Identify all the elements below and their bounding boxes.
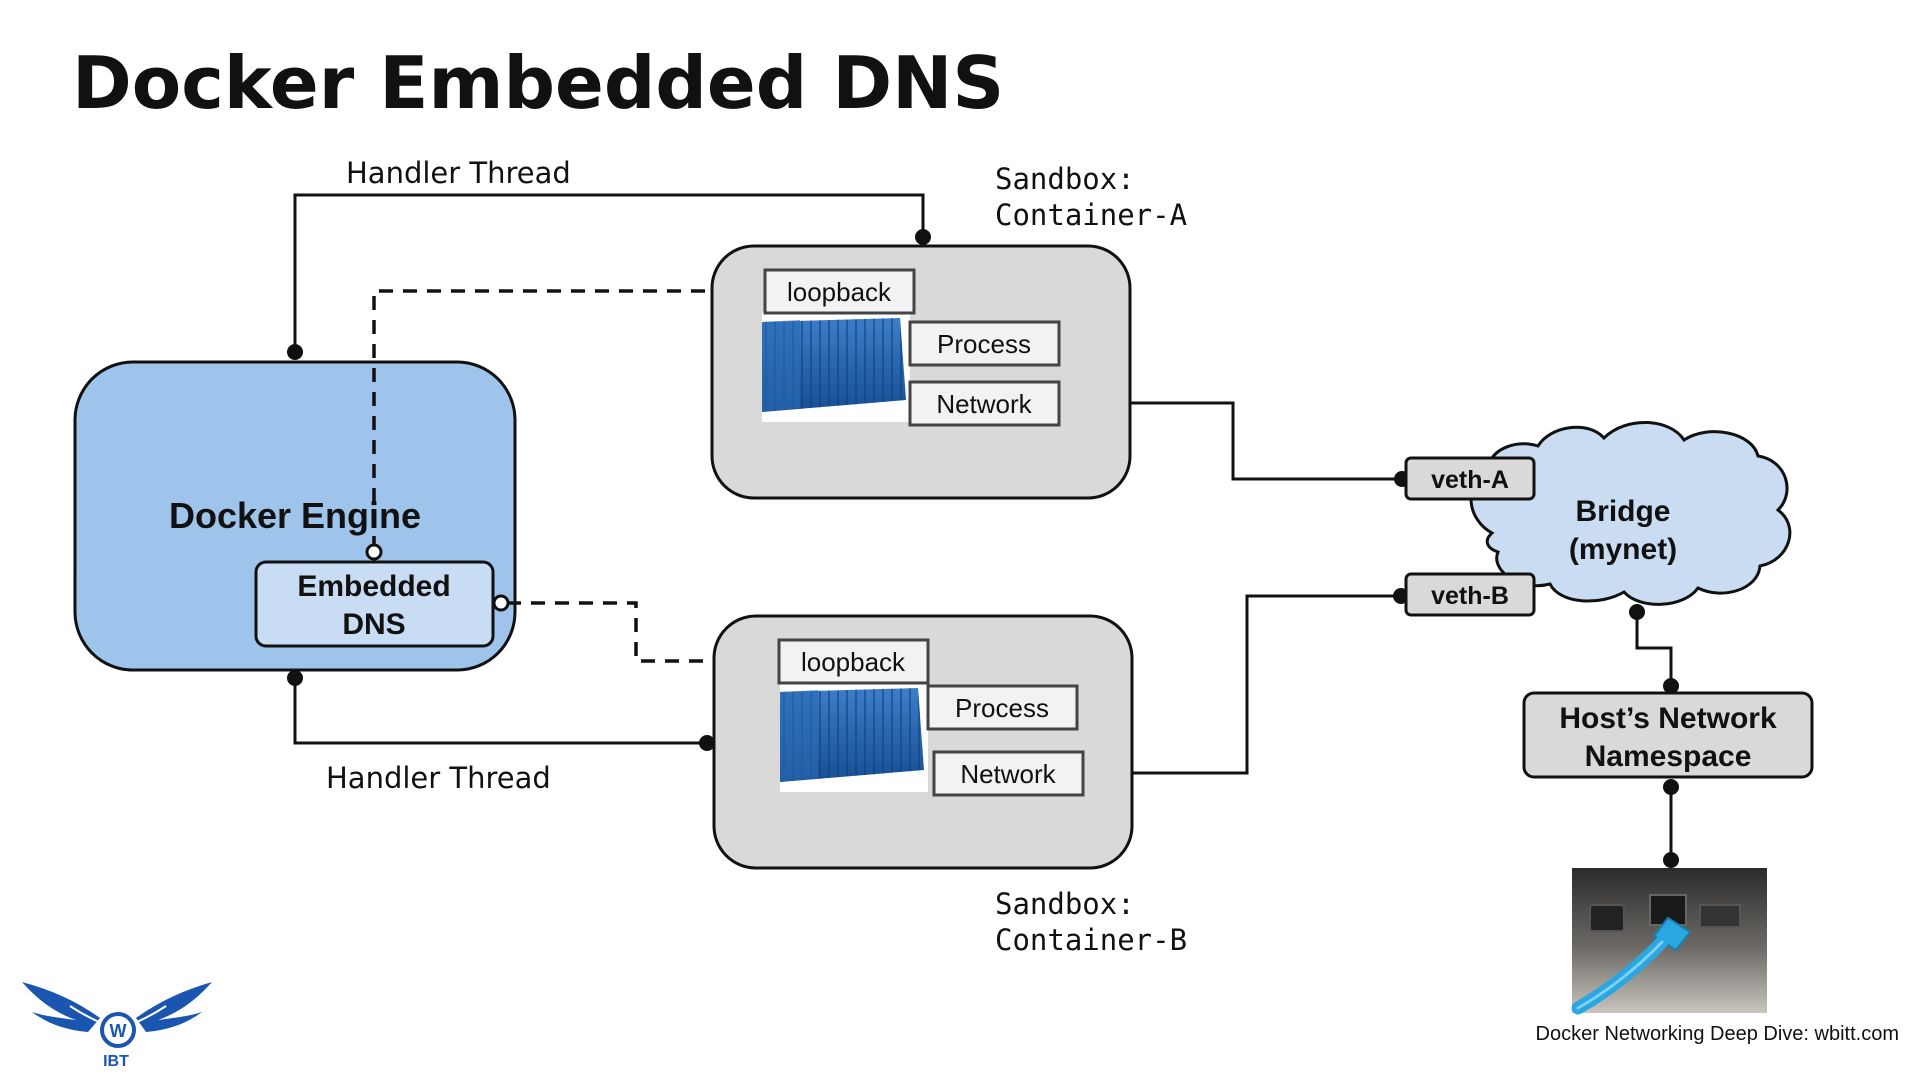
bridge-host-link [1635, 612, 1673, 693]
shipping-container-icon [780, 682, 928, 792]
network-b-box [932, 750, 1085, 797]
veth-b-label: veth-B [1431, 582, 1509, 610]
sandbox-a-caption-line1: Sandbox: [995, 162, 1135, 196]
docker-engine-label: Docker Engine [169, 495, 421, 536]
network-a-box [908, 380, 1061, 427]
bridge-cloud [1469, 421, 1792, 606]
veth-a-label: veth-A [1431, 466, 1509, 494]
embedded-dns-label-line1: Embedded [297, 570, 450, 603]
host-network-namespace-box [1522, 691, 1814, 779]
veth-a-box [1404, 456, 1536, 501]
veth-b-box [1404, 572, 1536, 617]
network-b-label: Network [960, 759, 1056, 789]
shipping-container-icon [762, 312, 910, 422]
bridge-bottom-dot [1629, 604, 1645, 620]
handler-top-dot-sandbox [915, 229, 931, 245]
host-top-dot [1663, 678, 1679, 694]
photo-top-dot [1663, 852, 1679, 868]
footer-caption: Docker Networking Deep Dive: wbitt.com [1536, 1023, 1899, 1045]
embedded-dns-label-line2: DNS [342, 608, 405, 641]
sandbox-b-caption-line2: Container-B [995, 923, 1187, 957]
sandbox-b-caption-line1: Sandbox: [995, 887, 1135, 921]
wbitt-logo: W IBT [22, 982, 212, 1070]
sandbox-a-caption-line2: Container-A [995, 198, 1187, 232]
dns-link-b-dns-end [492, 594, 510, 612]
logo-caption: IBT [103, 1053, 129, 1070]
handler-thread-top-label: Handler Thread [346, 156, 571, 190]
host-ns-label-line1: Host’s Network [1559, 702, 1777, 735]
process-b-box [926, 684, 1079, 731]
handler-top-dot-engine [287, 344, 303, 360]
loopback-a-box [763, 268, 916, 315]
ethernet-port-photo [1571, 868, 1767, 1015]
handler-thread-top-line [293, 193, 925, 354]
process-b-label: Process [955, 693, 1049, 723]
loopback-b-label: loopback [801, 647, 906, 677]
handler-bottom-dot-engine [287, 670, 303, 686]
network-b-link [1096, 594, 1403, 775]
page-title: Docker Embedded DNS [72, 41, 1004, 125]
handler-thread-bottom-line [293, 676, 707, 745]
dns-link-loopback-a [372, 289, 752, 550]
dns-link-loopback-b [507, 601, 764, 663]
host-bottom-dot [1663, 779, 1679, 795]
process-a-label: Process [937, 329, 1031, 359]
network-a-link [1072, 401, 1405, 481]
handler-bottom-dot-sandbox [699, 735, 715, 751]
process-a-box [908, 320, 1061, 367]
host-ns-label-line2: Namespace [1585, 740, 1752, 773]
loopback-b-box [777, 638, 930, 685]
logo-letter: W [110, 1021, 127, 1041]
loopback-a-label: loopback [787, 277, 892, 307]
network-a-label: Network [936, 389, 1032, 419]
bridge-label-line1: Bridge [1575, 495, 1670, 528]
dns-link-a-dns-end [365, 543, 383, 561]
bridge-label-line2: (mynet) [1569, 533, 1677, 566]
handler-thread-bottom-label: Handler Thread [326, 761, 551, 795]
